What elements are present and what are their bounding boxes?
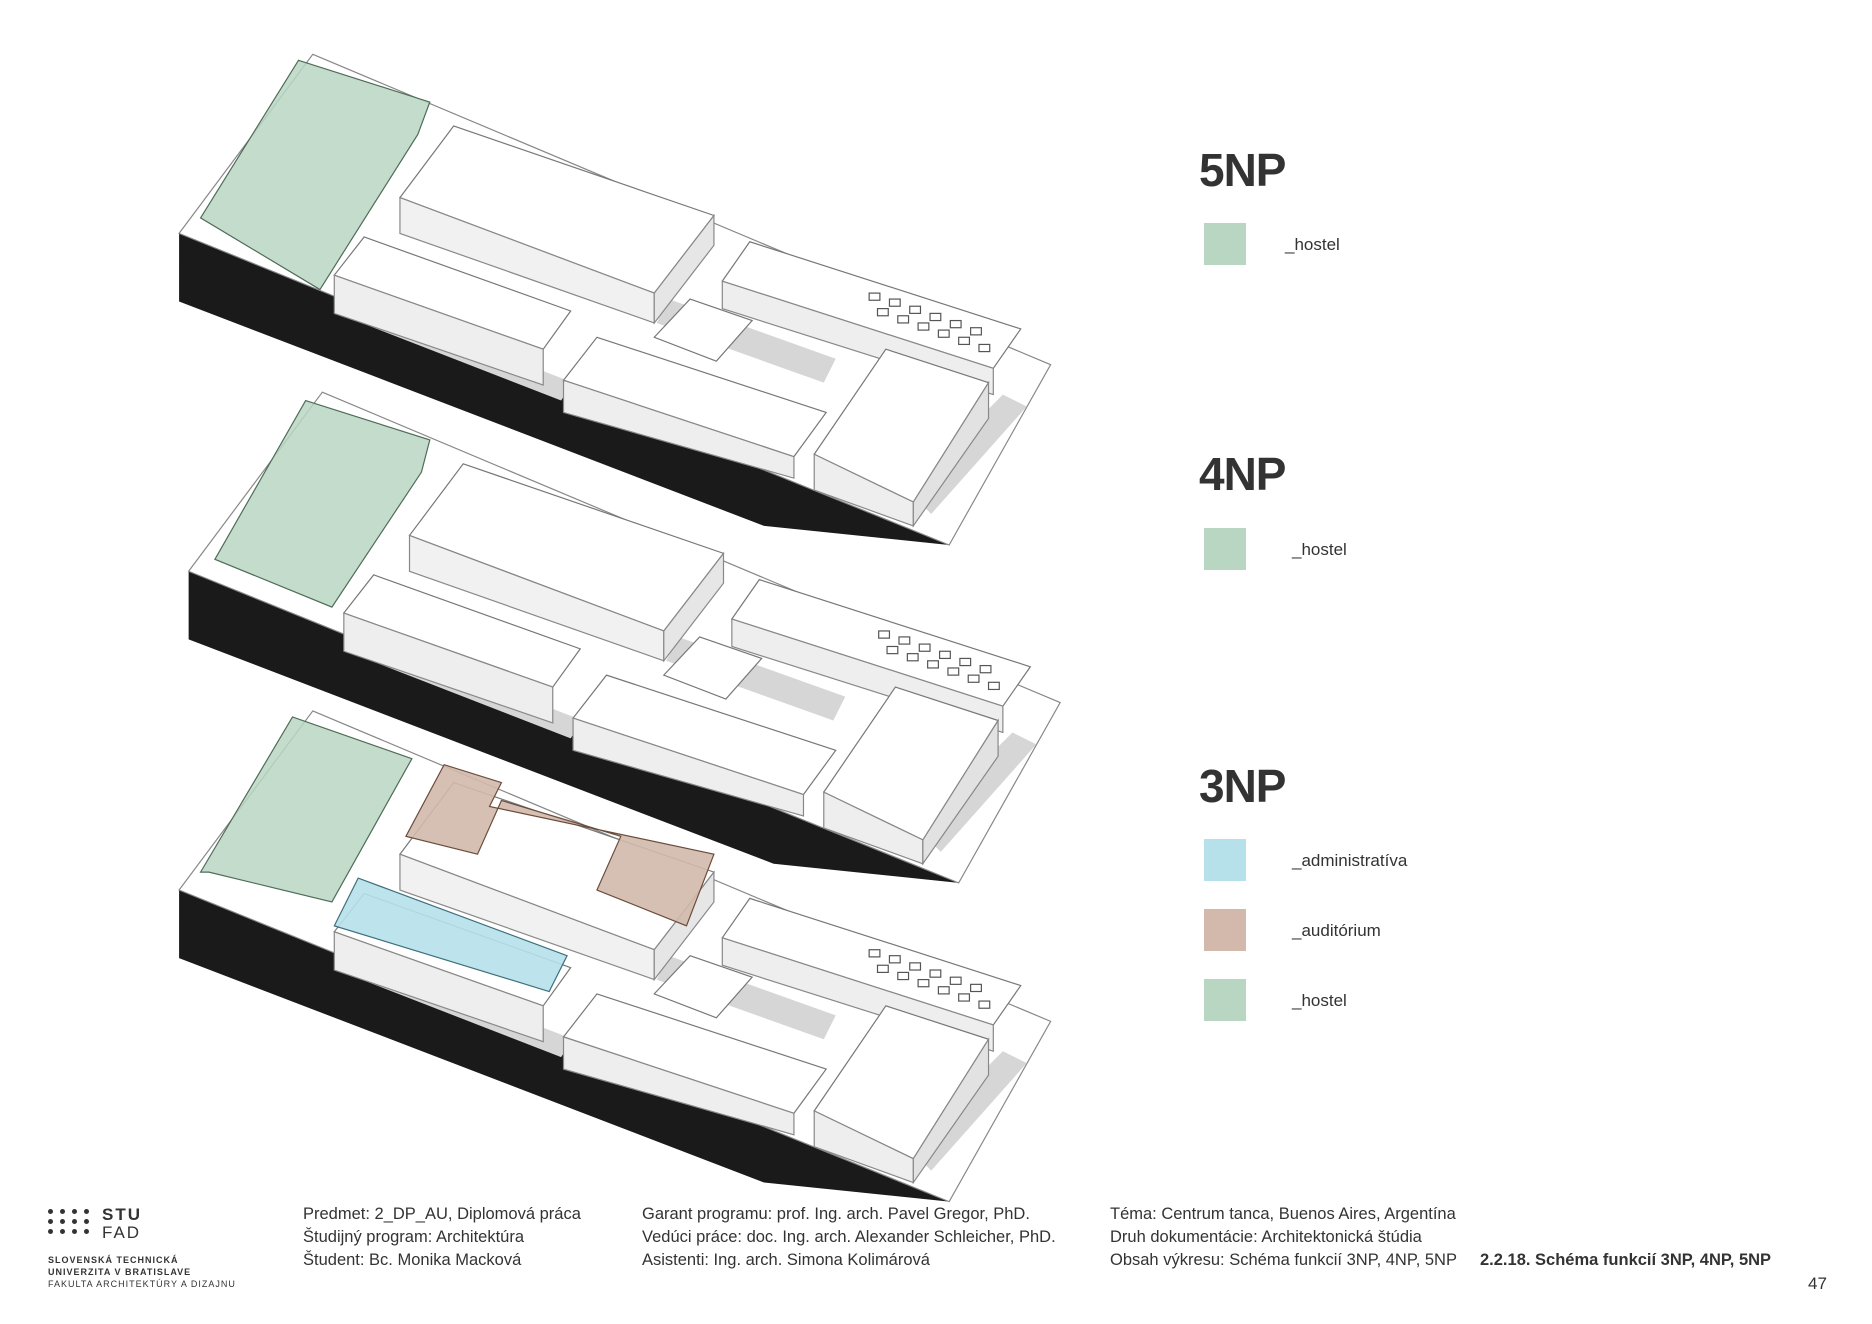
legend-label-auditorium: _auditórium	[1292, 921, 1381, 940]
footer-line: Garant programu: prof. Ing. arch. Pavel …	[642, 1205, 1030, 1223]
hostel-zone	[199, 716, 413, 903]
auditorium-zone	[405, 763, 715, 927]
footer-line: Predmet: 2_DP_AU, Diplomová práca	[303, 1205, 581, 1223]
stu-fad-logo: STU FAD SLOVENSKÁ TECHNICKÁ UNIVERZITA V…	[48, 1206, 236, 1290]
footer-line: Študijný program: Architektúra	[303, 1228, 525, 1246]
legend-label-hostel: _hostel	[1292, 540, 1347, 559]
administrative-zone	[333, 877, 568, 993]
logo-line: FAKULTA ARCHITEKTÚRY A DIZAJNU	[48, 1279, 236, 1289]
footer-line: Téma: Centrum tanca, Buenos Aires, Argen…	[1110, 1205, 1456, 1223]
legend-swatch-hostel	[1204, 223, 1246, 265]
page-number: 47	[1808, 1274, 1827, 1293]
logo-mark-top: STU	[102, 1205, 142, 1224]
sheet-title: 2.2.18. Schéma funkcií 3NP, 4NP, 5NP	[1480, 1251, 1772, 1269]
hostel-zone	[214, 399, 431, 608]
floor-5np-drawing	[178, 53, 1052, 546]
legend-label-administrativa: _administratíva	[1292, 851, 1408, 870]
logo-dots-icon	[48, 1209, 93, 1234]
footer-col-supervisors: Garant programu: prof. Ing. arch. Pavel …	[642, 1203, 1056, 1272]
logo-mark-bottom: FAD	[102, 1223, 142, 1242]
footer-line: Vedúci práce: doc. Ing. arch. Alexander …	[642, 1228, 1056, 1246]
level-title-4np: 4NP	[1199, 448, 1286, 500]
level-title-3np: 3NP	[1199, 760, 1286, 812]
logo-line: UNIVERZITA V BRATISLAVE	[48, 1267, 192, 1277]
footer-line: Asistenti: Ing. arch. Simona Kolimárová	[642, 1251, 930, 1269]
level-title-5np: 5NP	[1199, 144, 1286, 196]
footer-line: Študent: Bc. Monika Macková	[303, 1251, 522, 1269]
footer-col-course: Predmet: 2_DP_AU, Diplomová práca Študij…	[303, 1203, 581, 1272]
footer-line: Obsah výkresu: Schéma funkcií 3NP, 4NP, …	[1110, 1251, 1457, 1269]
legend-swatch-administrativa	[1204, 839, 1246, 881]
legend-swatch-hostel	[1204, 528, 1246, 570]
footer-line: Druh dokumentácie: Architektonická štúdi…	[1110, 1228, 1422, 1246]
floor-3np-drawing	[178, 710, 1052, 1203]
floor-4np-drawing	[188, 391, 1061, 884]
logo-line: SLOVENSKÁ TECHNICKÁ	[48, 1255, 179, 1265]
legend-swatch-hostel	[1204, 979, 1246, 1021]
legend-label-hostel: _hostel	[1292, 991, 1347, 1010]
footer-col-topic: Téma: Centrum tanca, Buenos Aires, Argen…	[1110, 1203, 1457, 1272]
hostel-zone	[199, 59, 431, 291]
legend-label-hostel: _hostel	[1285, 235, 1340, 254]
legend-swatch-auditorium	[1204, 909, 1246, 951]
